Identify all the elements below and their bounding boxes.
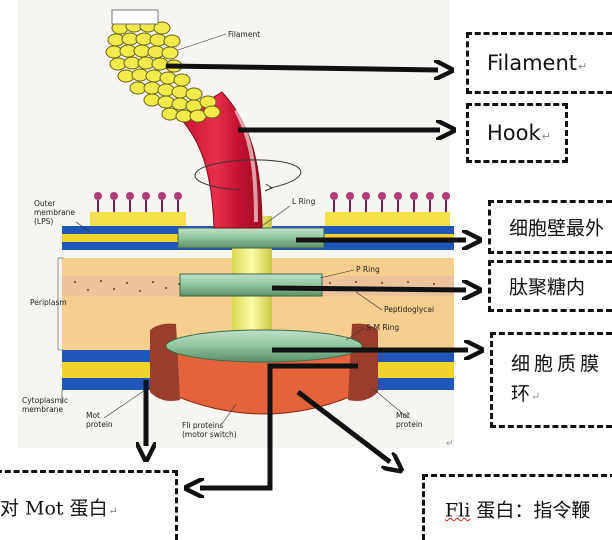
callout-sm-ring-line1: 细胞质膜 <box>511 353 604 375</box>
hook-highlight <box>234 109 258 223</box>
arrow-fli-switch <box>200 363 358 488</box>
callout-fli: Fli 蛋白：指令鞭 <box>422 474 612 540</box>
callout-p-ring-text: 肽聚糖内 <box>509 276 586 299</box>
return-mark: ↵ <box>531 390 541 403</box>
callout-l-ring-text: 细胞壁最外 <box>509 217 605 240</box>
arrow-fli-proteins <box>296 390 390 462</box>
rotation-arrow <box>194 159 302 191</box>
label-peptidoglycan: Peptidoglycai <box>384 305 434 314</box>
callout-hook-text: Hook <box>487 121 541 145</box>
callout-filament-text: Filament <box>487 51 578 75</box>
callout-filament: Filament↵ <box>466 32 612 94</box>
callout-mot-text: 对 Mot 蛋白 <box>0 497 108 519</box>
callout-fli-rest: 蛋白：指令鞭 <box>470 499 591 521</box>
callout-mot: 对 Mot 蛋白↵ <box>0 470 178 540</box>
callout-l-ring: 细胞壁最外 <box>488 200 612 254</box>
mot-protein-left-shape <box>150 323 180 401</box>
p-ring-shape <box>179 273 323 297</box>
label-sm-ring: S-M Ring <box>366 323 399 332</box>
return-mark: ↵ <box>541 130 551 143</box>
callout-sm-ring-line2: 环 <box>511 383 531 405</box>
callout-sm-ring: 细胞质膜环↵ <box>490 332 612 428</box>
label-p-ring: P Ring <box>356 265 380 274</box>
label-filament: Filament <box>228 30 260 39</box>
label-periplasm: Periplasm <box>30 298 67 307</box>
callout-p-ring: 肽聚糖内 <box>488 260 612 312</box>
sm-ring-shape <box>165 329 363 363</box>
callout-hook: Hook↵ <box>466 103 568 163</box>
return-mark: ↵ <box>578 60 588 73</box>
return-mark: ↵ <box>108 504 118 517</box>
callout-fli-prefix: Fli <box>445 499 471 521</box>
label-l-ring: L Ring <box>292 197 316 206</box>
arrow-p-ring <box>271 288 466 290</box>
label-fli-proteins: Fli proteins(motor switch) <box>182 421 237 439</box>
arrow-filament <box>165 66 438 70</box>
filament-tip <box>111 9 159 25</box>
return-mark-figure: ↵ <box>446 439 454 449</box>
